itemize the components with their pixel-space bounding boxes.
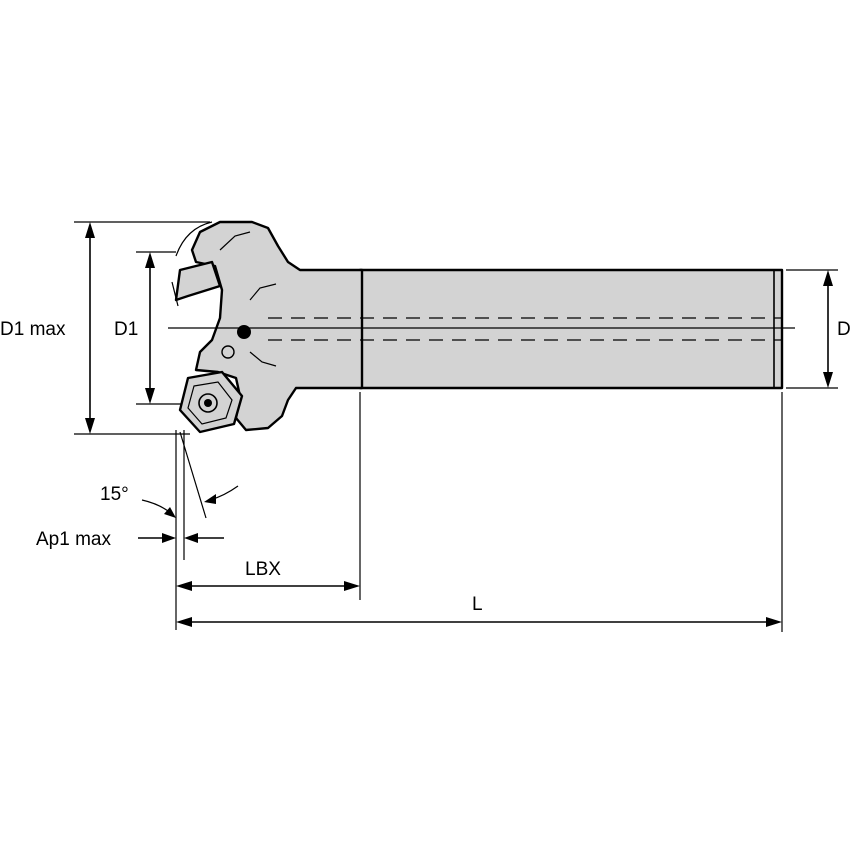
insert-screw — [198, 393, 218, 413]
extension-lines — [74, 221, 838, 632]
upper-insert-edge — [171, 281, 179, 307]
head-hole — [221, 345, 235, 359]
head-detail-3 — [219, 231, 251, 251]
insert-arc-top — [175, 221, 213, 257]
label-ap1-max: Ap1 max — [36, 529, 111, 550]
dim-angle — [141, 485, 239, 518]
angle-line — [179, 431, 207, 519]
head-detail-2 — [249, 351, 277, 367]
head-detail-1 — [249, 283, 277, 301]
label-d: D — [837, 319, 851, 340]
dim-l — [176, 617, 782, 627]
dim-lbx — [176, 581, 360, 591]
label-l: L — [472, 594, 483, 615]
hex-insert-inner — [187, 381, 233, 425]
label-lbx: LBX — [245, 559, 281, 580]
tool-body — [171, 220, 784, 434]
dim-d1-max — [85, 222, 95, 434]
center-lines — [168, 317, 795, 341]
label-angle: 15° — [100, 484, 129, 505]
label-d1: D1 — [114, 319, 138, 340]
tool-head — [190, 220, 364, 432]
clamp-screw — [237, 325, 251, 339]
label-d1-max: D1 max — [0, 319, 66, 340]
tool-shank — [358, 268, 784, 390]
insert-screw-socket — [204, 399, 212, 407]
dim-d1 — [145, 252, 155, 404]
upper-insert — [174, 260, 222, 302]
dim-ap1-max — [138, 533, 224, 543]
dim-d — [823, 270, 833, 388]
